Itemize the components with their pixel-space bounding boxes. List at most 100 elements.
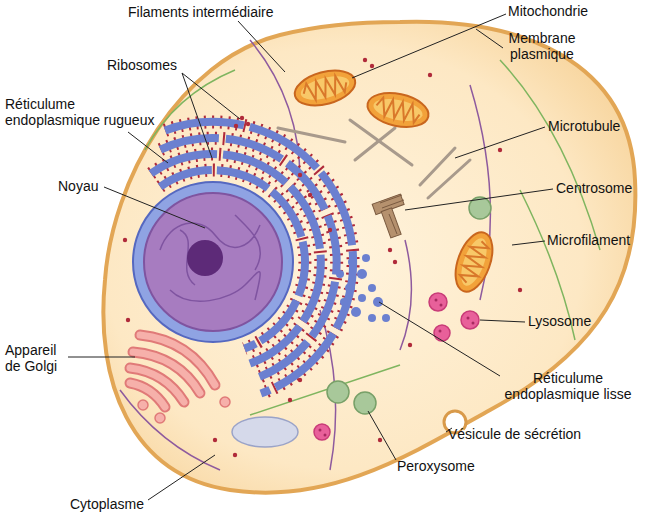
ribosome: [363, 58, 367, 62]
intermediate-filament: [400, 240, 411, 350]
ribosome: [518, 288, 522, 292]
leader-line: [352, 14, 506, 78]
leader-line: [68, 357, 135, 358]
lysosome: [429, 293, 447, 311]
smooth-er-tubule: [340, 298, 348, 306]
mitochondrion: [364, 88, 431, 132]
ribosome: [428, 73, 432, 77]
vacuole: [232, 417, 298, 447]
ribosome: [126, 318, 130, 322]
lysosome-enzymes: [319, 299, 475, 437]
peroxisome: [354, 392, 376, 414]
smooth-er-tubule: [368, 314, 376, 322]
mitochondrion-outer: [448, 227, 499, 296]
smooth-er-tubule: [336, 270, 344, 278]
smooth-er-tubule: [358, 294, 366, 302]
enzyme-dot: [439, 330, 442, 333]
cristae: [301, 74, 348, 103]
mitochondrion: [448, 227, 499, 296]
nuclear-envelope: [133, 182, 293, 342]
microfilament: [500, 60, 600, 250]
smooth-er-tubule: [348, 258, 356, 266]
golgi-vesicle: [138, 400, 148, 410]
part-label: Ribosomes: [107, 57, 177, 73]
smooth-er: [336, 254, 390, 322]
leader-line: [480, 320, 525, 322]
smooth-er-tubule: [362, 254, 370, 262]
ribosome: [370, 64, 374, 68]
part-label: Microtubule: [548, 118, 620, 134]
part-label: Membrane plasmique: [497, 30, 587, 62]
smooth-er-tubule: [351, 307, 361, 317]
centriole: [381, 208, 401, 238]
lysosome: [461, 311, 479, 329]
smooth-er-tubule: [368, 284, 376, 292]
ribosome: [378, 438, 382, 442]
ribosome: [328, 228, 332, 232]
leader-line: [104, 187, 205, 228]
leader-line: [512, 241, 545, 245]
ribosome: [246, 122, 250, 126]
enzyme-dot: [435, 299, 438, 302]
smooth-er-tubule: [345, 283, 355, 293]
part-label: Appareil de Golgi: [5, 342, 71, 374]
mitochondrion-inner: [456, 235, 492, 289]
part-label: Réticulume endoplasmique rugueux: [5, 96, 165, 128]
enzyme-dot: [319, 429, 322, 432]
leader-line: [148, 455, 215, 500]
part-label: Cytoplasme: [70, 496, 144, 512]
part-label: Microfilament: [547, 232, 630, 248]
ribosome: [123, 238, 127, 242]
centriole-stripe: [389, 214, 397, 234]
free-ribosomes: [123, 58, 522, 457]
golgi-apparatus: [130, 335, 230, 423]
enzyme-dot: [472, 322, 475, 325]
smooth-er-tubule: [373, 297, 383, 307]
nucleoplasm: [144, 193, 282, 331]
mitochondrion-inner: [371, 95, 424, 125]
leader-line: [368, 411, 396, 460]
ribosome: [393, 260, 397, 264]
centrosome: [372, 194, 404, 238]
chromatin: [160, 215, 260, 301]
leader-line: [476, 29, 503, 48]
centriole-stripe: [382, 200, 404, 208]
ribosome: [388, 248, 392, 252]
mitochondrion-outer: [364, 88, 431, 132]
enzyme-dot: [440, 304, 443, 307]
intermediate-filament: [120, 390, 220, 470]
plasma-membrane: [103, 22, 635, 493]
microtubule: [428, 160, 470, 198]
ribosome: [288, 398, 292, 402]
part-label: Réticulume endoplasmique lisse: [492, 370, 644, 402]
ribosome: [498, 148, 502, 152]
part-label: Mitochondrie: [508, 3, 588, 19]
cristae: [375, 97, 422, 124]
leader-line: [182, 73, 240, 119]
part-label: Vésicule de sécrétion: [448, 426, 581, 442]
ribosome: [233, 453, 237, 457]
part-label: Filaments intermédiaire: [128, 4, 274, 20]
ribosome: [408, 343, 412, 347]
part-label: Peroxysome: [397, 458, 475, 474]
cristae: [458, 238, 490, 286]
smooth-er-tubule: [382, 314, 390, 322]
peroxisome: [327, 381, 349, 403]
leader-line: [182, 73, 212, 158]
microtubule: [355, 128, 395, 160]
part-label: Noyau: [58, 178, 98, 194]
nucleolus: [187, 240, 223, 276]
ribosome: [298, 378, 302, 382]
ribosome: [240, 116, 244, 120]
part-label: Lysosome: [528, 313, 591, 329]
leader-line: [379, 302, 500, 376]
smooth-er-tubule: [357, 269, 367, 279]
enzyme-dot: [467, 317, 470, 320]
leader-line: [455, 127, 545, 158]
leader-line: [405, 189, 553, 210]
mitochondrion: [291, 65, 359, 112]
ribosome: [213, 438, 217, 442]
mitochondrion-inner: [298, 72, 351, 104]
ribosome: [298, 173, 302, 177]
